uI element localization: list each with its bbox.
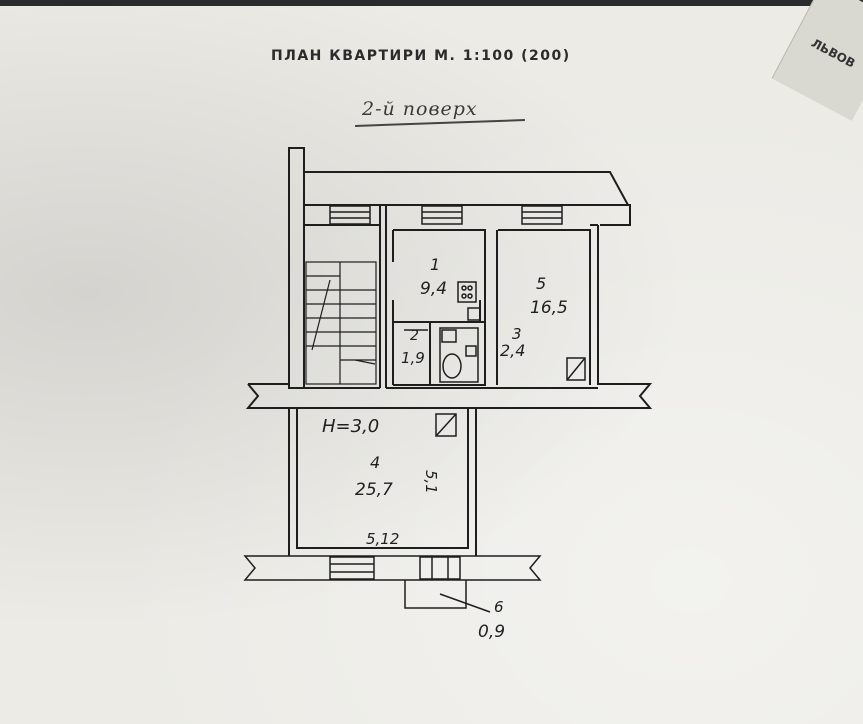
document-title: ПЛАН КВАРТИРИ М. 1:100 (200) xyxy=(271,48,571,64)
room-4-walls xyxy=(288,408,477,556)
room-4-number: 4 xyxy=(370,453,381,472)
room-2-area: 1,9 xyxy=(401,349,425,367)
bathroom-fixtures xyxy=(404,327,479,383)
ceiling-height: H=3,0 xyxy=(322,416,380,437)
room-3-number: 3 xyxy=(512,325,522,343)
wall-top xyxy=(304,171,631,226)
room-4-width: 5,12 xyxy=(366,530,400,548)
room-6-number: 6 xyxy=(494,598,504,616)
room-2-number: 2 xyxy=(410,328,419,344)
wall-left xyxy=(288,147,305,389)
balcony xyxy=(404,580,491,613)
kitchen-stove xyxy=(457,281,481,321)
ventilation-shaft xyxy=(435,357,586,437)
room-4-side: 5,1 xyxy=(422,470,440,494)
room-5-number: 5 xyxy=(536,274,547,293)
room-1-number: 1 xyxy=(430,255,441,274)
room-5-area: 16,5 xyxy=(530,298,568,318)
floor-label: 2-й поверх xyxy=(362,98,478,120)
room-3-area: 2,4 xyxy=(500,341,526,360)
room-1-area: 9,4 xyxy=(420,279,448,299)
window-top xyxy=(329,205,563,225)
wall-middle xyxy=(245,383,653,409)
room-4-area: 25,7 xyxy=(355,480,393,500)
staircase xyxy=(305,261,377,385)
window-bottom xyxy=(243,555,542,581)
walls-interior xyxy=(304,205,599,388)
room-6-area: 0,9 xyxy=(478,622,506,642)
